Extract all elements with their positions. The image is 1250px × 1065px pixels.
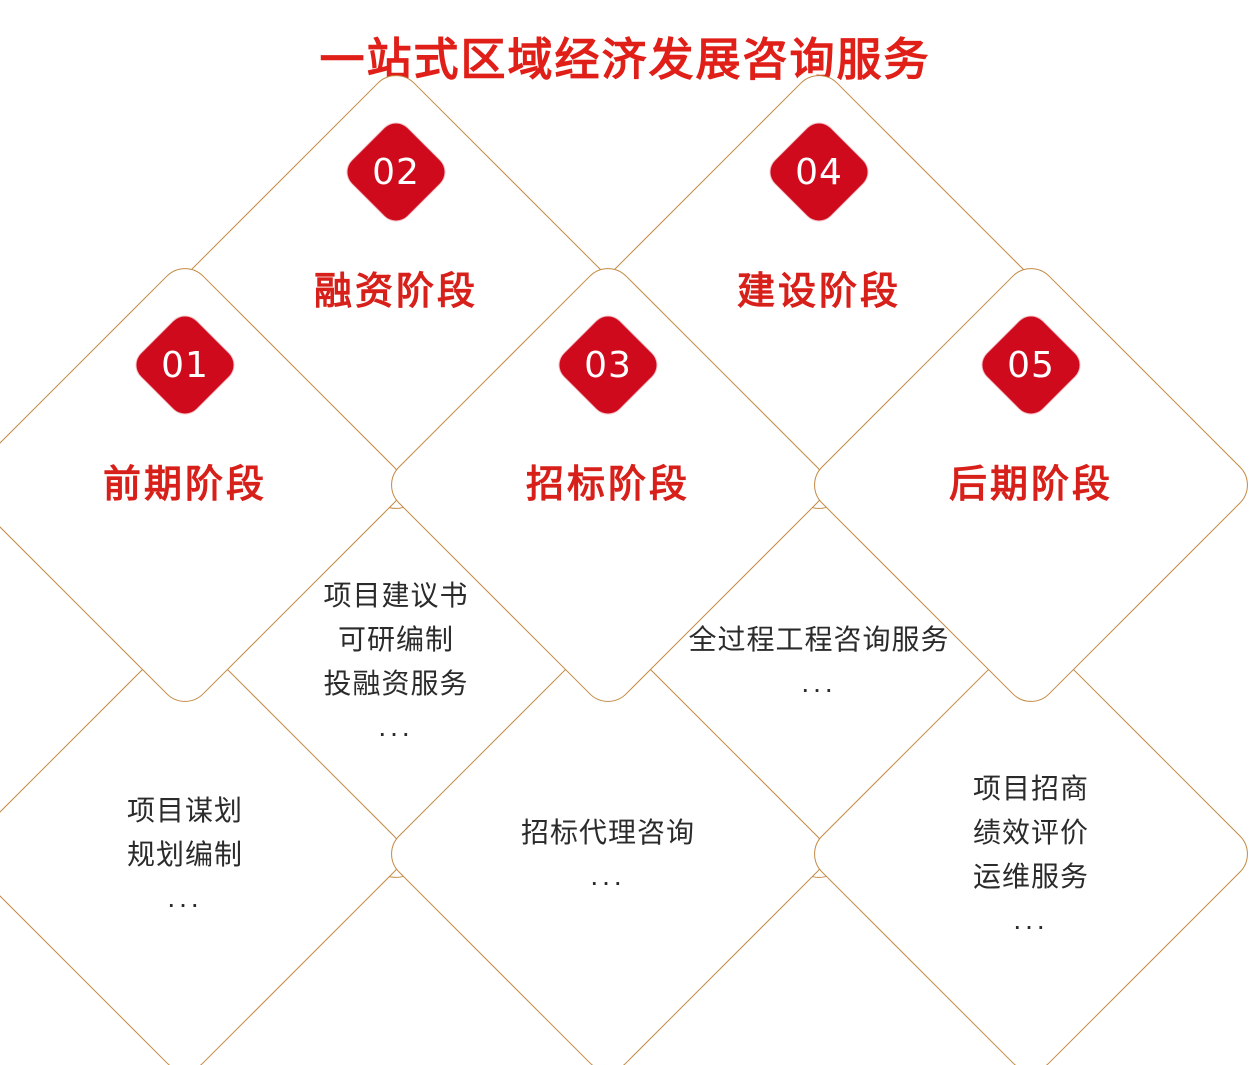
badge-diamond-shape <box>129 309 241 421</box>
page-title: 一站式区域经济发展咨询服务 <box>319 34 931 85</box>
stage-badge-05[interactable]: 05 <box>975 309 1087 421</box>
badge-diamond-shape <box>975 309 1087 421</box>
content-diamond-01: 项目谋划 规划编制 ... <box>0 626 413 1065</box>
badge-diamond-shape <box>552 309 664 421</box>
badge-diamond-shape <box>763 116 875 228</box>
badge-diamond-shape <box>340 116 452 228</box>
stage-badge-02[interactable]: 02 <box>340 116 452 228</box>
content-diamond-05: 项目招商 绩效评价 运维服务 ... <box>803 626 1250 1065</box>
content-diamond-03: 招标代理咨询 ... <box>380 626 836 1065</box>
stage-badge-01[interactable]: 01 <box>129 309 241 421</box>
stage-badge-04[interactable]: 04 <box>763 116 875 228</box>
stage-badge-03[interactable]: 03 <box>552 309 664 421</box>
